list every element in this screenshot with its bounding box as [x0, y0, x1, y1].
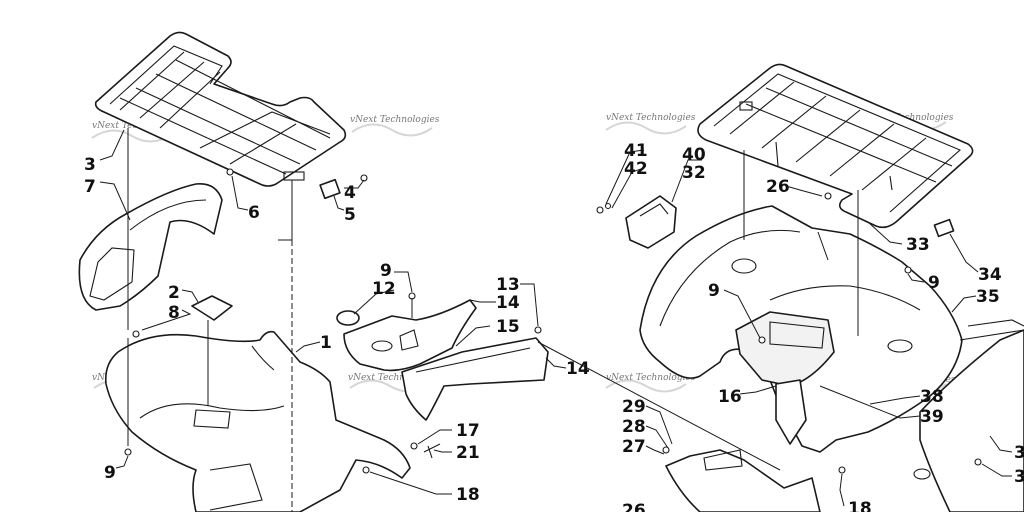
callout-1: 1 [320, 333, 332, 353]
rear-skid-plate [665, 449, 821, 512]
cover-plate [191, 295, 233, 321]
callout-35: 35 [976, 287, 1000, 307]
watermark-text: vNext Technologies [350, 115, 440, 125]
watermark-6: vNext Technologies [605, 373, 696, 393]
callout-leaders [99, 129, 1013, 507]
bolt [838, 466, 846, 474]
watermark-5: vNext Technologies [605, 113, 696, 135]
front-fender-left [78, 183, 223, 311]
bolt [604, 202, 612, 210]
front-rack [94, 31, 347, 187]
callout-38: 38 [920, 387, 944, 407]
bolt [974, 458, 982, 466]
callout-14: 14 [566, 359, 590, 379]
watermark-text: vNext Technologies [606, 373, 696, 383]
callout-8: 8 [168, 303, 180, 323]
callout-26: 26 [622, 501, 646, 512]
callout-26: 26 [766, 177, 790, 197]
bolt [362, 466, 370, 474]
callout-9: 9 [104, 463, 116, 483]
callout-28: 28 [622, 417, 646, 437]
callout-13: 13 [496, 275, 520, 295]
pin [423, 443, 441, 459]
callout-15: 15 [496, 317, 520, 337]
callout-17: 17 [456, 421, 480, 441]
callout-29: 29 [622, 397, 646, 417]
callout-27: 27 [622, 437, 646, 457]
rear-rack [697, 63, 974, 229]
callout-9: 9 [708, 281, 720, 301]
callout-6: 6 [248, 203, 260, 223]
watermark-text: vNext Technologies [606, 113, 696, 123]
fender-liner-left [343, 299, 477, 372]
callout-32: 32 [682, 163, 706, 183]
callout-9: 9 [928, 273, 940, 293]
callout-3: 3 [1014, 443, 1024, 463]
front-body [104, 330, 411, 512]
bolt [226, 168, 234, 176]
callout-9: 9 [380, 261, 392, 281]
bolt [410, 442, 418, 450]
bolt [124, 448, 132, 456]
callout-14: 14 [496, 293, 520, 313]
callout-21: 21 [456, 443, 480, 463]
callout-39: 39 [920, 407, 944, 427]
rear-body [639, 205, 963, 453]
callout-7: 7 [84, 177, 96, 197]
watermark-2: vNext Technologies [350, 115, 440, 137]
callout-3: 3 [1014, 467, 1024, 487]
bolt [132, 330, 140, 338]
bolt [534, 326, 542, 334]
callout-2: 2 [168, 283, 180, 303]
callout-16: 16 [718, 387, 742, 407]
bolt [596, 206, 604, 214]
callout-4: 4 [344, 183, 356, 203]
reflector [319, 178, 341, 200]
mud-flap-right [775, 379, 807, 445]
bolt [824, 192, 832, 200]
bolt [360, 174, 368, 182]
storage-cover [625, 195, 677, 249]
callout-18: 18 [848, 499, 872, 512]
bolt [662, 446, 670, 454]
callout-3: 3 [84, 155, 96, 175]
bolt [904, 266, 912, 274]
rear-side-panel [913, 319, 1024, 512]
grommet [336, 310, 360, 326]
bolt [758, 336, 766, 344]
reflector [933, 218, 955, 238]
callout-41: 41 [624, 141, 648, 161]
callout-5: 5 [344, 205, 356, 225]
callout-40: 40 [682, 145, 706, 165]
callout-34: 34 [978, 265, 1002, 285]
watermark-text: vNext Technologies [348, 373, 438, 383]
callout-18: 18 [456, 485, 480, 505]
callout-12: 12 [372, 279, 396, 299]
splash-panel-left [401, 337, 549, 421]
callout-42: 42 [624, 159, 648, 179]
callout-33: 33 [906, 235, 930, 255]
